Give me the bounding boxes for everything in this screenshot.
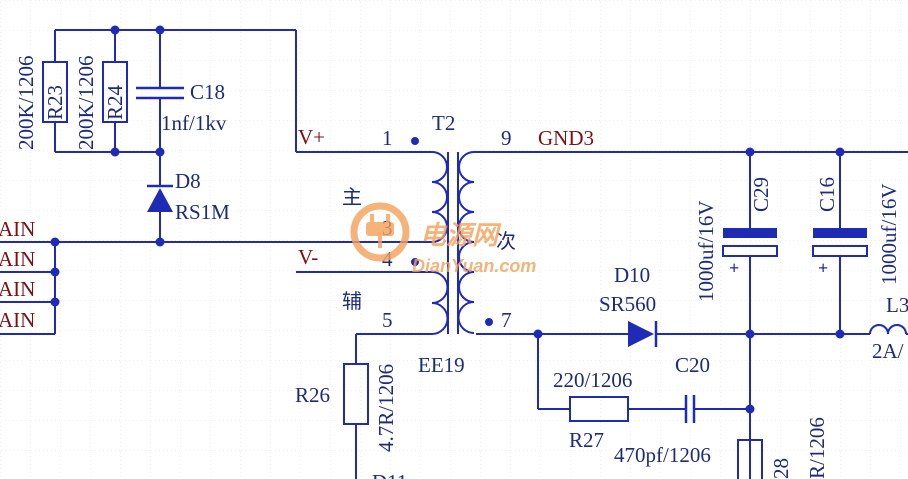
r26-ref: R26: [295, 383, 330, 407]
r28-resistor-partial[interactable]: 28 R/1206: [737, 417, 829, 479]
r24-ref: R24: [103, 84, 127, 120]
net-gnd3: GND3: [538, 126, 594, 150]
d11-ref: D11: [372, 470, 407, 479]
r28-value: R/1206: [805, 417, 829, 479]
c29-value: 1000uf/16V: [694, 201, 718, 303]
watermark-logo: 电源网 DianYuan.com: [350, 202, 536, 276]
c29-plus: +: [729, 258, 739, 278]
r23-ref: R23: [43, 85, 67, 120]
c16-capacitor[interactable]: + C16 1000uf/16V: [812, 177, 901, 286]
c18-ref: C18: [190, 80, 225, 104]
junction-dots: [50, 25, 845, 414]
r23-value: 200K/1206: [14, 56, 38, 151]
winding-primary-label: 主: [342, 185, 362, 209]
d10-diode[interactable]: D10 SR560: [599, 263, 658, 347]
t2-ref: T2: [432, 111, 455, 135]
r27-resistor[interactable]: 220/1206 R27: [553, 368, 632, 452]
d11-diode-partial[interactable]: D11: [372, 470, 407, 479]
r23-resistor[interactable]: R23 200K/1206: [14, 56, 68, 151]
d8-value: RS1M: [175, 200, 230, 224]
c29-ref: C29: [749, 177, 773, 212]
c20-ref: C20: [675, 353, 710, 377]
net-ain-1: AIN: [0, 217, 35, 241]
r24-resistor[interactable]: R24 200K/1206: [74, 56, 128, 151]
l3-inductor-partial[interactable]: L3 2A/: [869, 293, 908, 363]
winding-secondary-label: 次: [496, 229, 516, 253]
d8-diode[interactable]: D8 RS1M: [147, 169, 230, 224]
c18-capacitor[interactable]: C18 1nf/1kv: [136, 80, 227, 135]
net-vminus: V-: [298, 245, 318, 269]
r26-value: 4.7R/1206: [374, 364, 398, 452]
r24-value: 200K/1206: [74, 56, 98, 151]
winding-aux-label: 辅: [342, 289, 362, 313]
pin-1: 1: [382, 126, 393, 150]
watermark-cn: 电源网: [420, 221, 502, 251]
r27-ref: R27: [569, 428, 604, 452]
d10-value: SR560: [599, 292, 656, 316]
net-ain-3: AIN: [0, 277, 35, 301]
c16-value: 1000uf/16V: [877, 184, 901, 286]
d8-ref: D8: [175, 169, 201, 193]
r27-value: 220/1206: [553, 368, 632, 392]
c16-plus: +: [818, 258, 828, 278]
t2-type: EE19: [418, 353, 465, 377]
net-vplus: V+: [298, 125, 325, 149]
r26-resistor[interactable]: R26 4.7R/1206: [295, 363, 398, 452]
t2-polarity-dots: [411, 137, 493, 326]
c20-value: 470pf/1206: [614, 443, 711, 467]
l3-ref: L3: [886, 293, 908, 317]
c29-capacitor[interactable]: + C29 1000uf/16V: [694, 177, 778, 303]
pin-9: 9: [501, 126, 512, 150]
r28-ref: 28: [769, 458, 793, 479]
net-ain-2: AIN: [0, 247, 35, 271]
net-ain-4: AIN: [0, 308, 35, 332]
t2-transformer[interactable]: [415, 151, 476, 335]
c20-capacitor[interactable]: C20 470pf/1206: [614, 353, 711, 467]
watermark-en: DianYuan.com: [412, 256, 536, 276]
l3-value: 2A/: [872, 339, 904, 363]
c18-value: 1nf/1kv: [161, 111, 227, 135]
c16-ref: C16: [815, 177, 839, 212]
pin-5: 5: [382, 308, 393, 332]
pin-7: 7: [501, 308, 512, 332]
d10-ref: D10: [614, 263, 650, 287]
